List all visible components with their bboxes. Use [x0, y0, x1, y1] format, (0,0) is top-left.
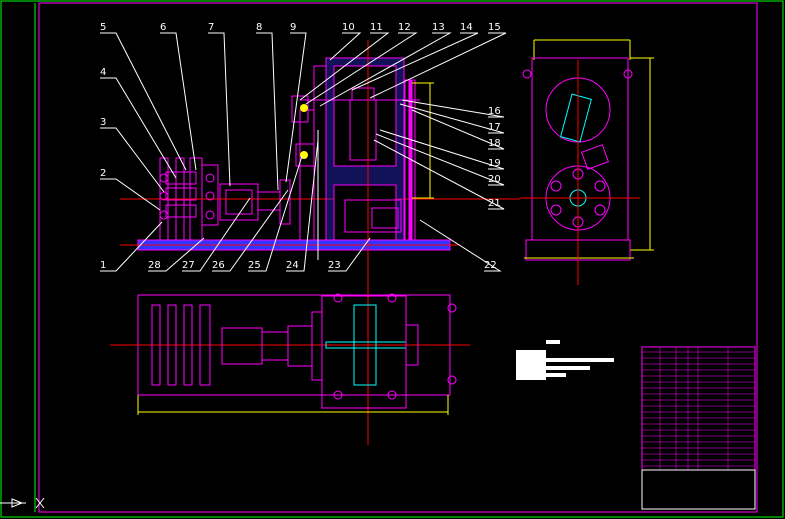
leader-7: [208, 32, 231, 187]
leader-27: [182, 197, 251, 272]
leader-12: [305, 32, 418, 105]
leader-28: [148, 237, 205, 272]
balloon-19: 19: [488, 158, 501, 169]
balloon-18: 18: [488, 138, 501, 149]
balloon-20: 20: [488, 174, 501, 185]
balloon-17: 17: [488, 122, 501, 133]
balloon-28: 28: [148, 260, 161, 271]
balloon-13: 13: [432, 22, 445, 33]
leader-10: [329, 32, 362, 61]
balloon-7: 7: [208, 22, 214, 33]
balloon-6: 6: [160, 22, 166, 33]
ucs-icon: [0, 497, 45, 509]
leader-24: [286, 139, 319, 272]
leader-6: [160, 32, 197, 171]
inner-frame: [38, 2, 758, 513]
leader-9: [285, 32, 307, 183]
balloon-12: 12: [398, 22, 411, 33]
leader-22: [419, 219, 502, 272]
leader-16: [401, 99, 505, 118]
leader-5: [100, 32, 187, 171]
balloon-22: 22: [484, 260, 497, 271]
balloon-24: 24: [286, 260, 299, 271]
balloon-5: 5: [100, 22, 106, 33]
leader-21: [373, 139, 505, 210]
tech-notes-block: [516, 340, 614, 380]
top-view: [110, 285, 470, 445]
balloon-26: 26: [212, 260, 225, 271]
leader-15: [369, 32, 507, 99]
parts-list: [641, 346, 756, 510]
leader-18: [411, 109, 505, 150]
front-view: [120, 40, 520, 300]
leader-8: [256, 32, 279, 191]
leader-2: [100, 178, 161, 211]
leader-3: [100, 127, 165, 193]
balloon-8: 8: [256, 22, 262, 33]
leader-20: [375, 133, 505, 186]
balloon-23: 23: [328, 260, 341, 271]
leader-11: [299, 32, 390, 101]
leader-19: [379, 129, 505, 170]
balloon-9: 9: [290, 22, 296, 33]
front-dimensions: [412, 82, 434, 199]
leader-lines: [100, 32, 507, 272]
balloon-14: 14: [460, 22, 473, 33]
balloon-27: 27: [182, 260, 195, 271]
balloon-15: 15: [488, 22, 501, 33]
balloon-11: 11: [370, 22, 383, 33]
side-view: [520, 39, 654, 285]
leader-13: [319, 32, 452, 107]
leader-17: [399, 103, 505, 134]
balloon-2: 2: [100, 168, 106, 179]
balloon-1: 1: [100, 260, 106, 271]
leader-26: [212, 189, 289, 272]
balloon-25: 25: [248, 260, 261, 271]
balloon-21: 21: [488, 198, 501, 209]
leader-1: [100, 221, 163, 272]
balloon-4: 4: [100, 67, 106, 78]
leader-4: [100, 77, 177, 179]
balloon-10: 10: [342, 22, 355, 33]
leader-23: [328, 237, 371, 272]
leader-25: [248, 155, 303, 272]
balloon-3: 3: [100, 117, 106, 128]
balloon-16: 16: [488, 106, 501, 117]
leader-14: [351, 32, 479, 91]
